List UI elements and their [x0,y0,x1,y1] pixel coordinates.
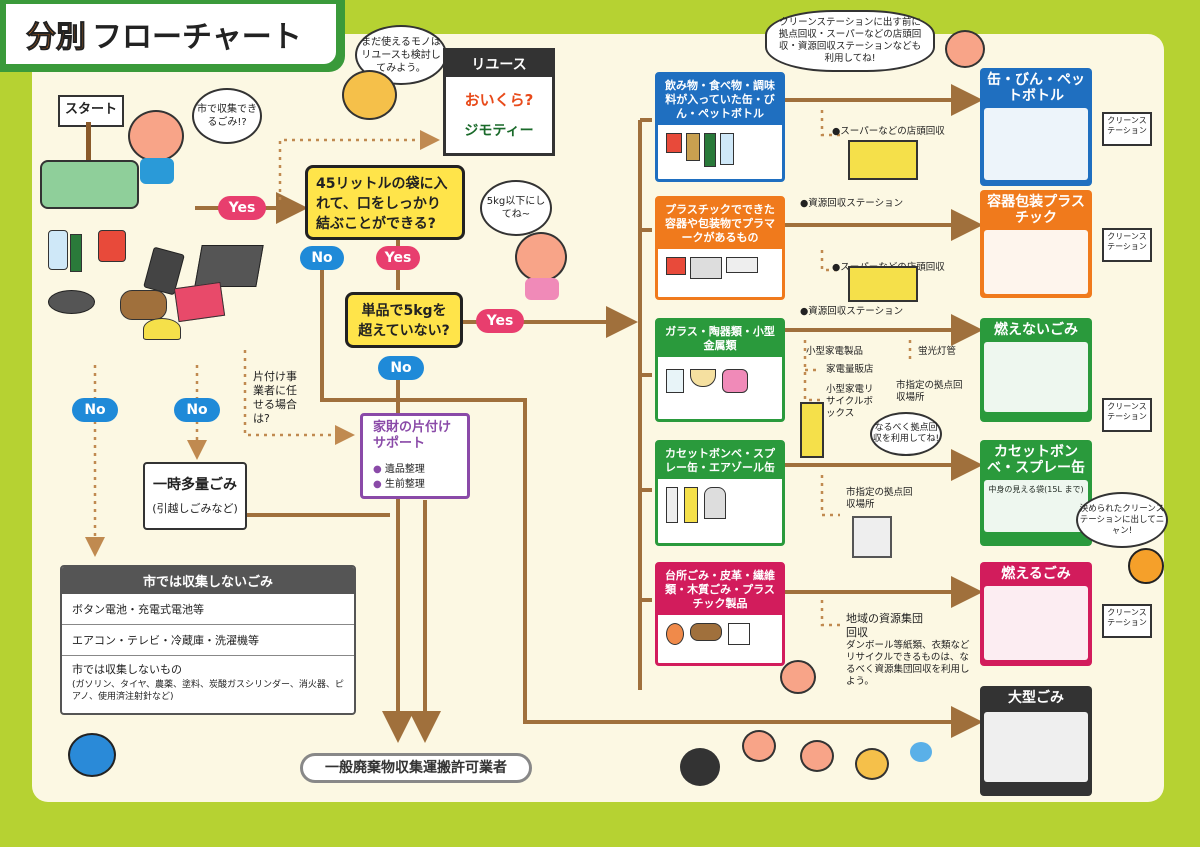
pig-bottom-2 [742,730,776,762]
not-collected-row-2-detail: (ガソリン、タイヤ、農薬、塗料、炭酸ガスシリンダー、消火器、ピアノ、使用済注射針… [72,680,344,702]
pig-bottom-4 [855,748,889,780]
weight-bubble: 5kg以下にしてね~ [480,180,552,236]
bin-burnable-label: 燃えるごみ [1001,566,1071,582]
kataduke-box: 家財の片付けサポート ● 遺品整理 ● 生前整理 [360,413,470,499]
title-part2: フローチャート [92,20,302,55]
black-cat-character [680,748,720,786]
decision-45l-bag: 45リットルの袋に入れて、口をしっかり結ぶことができる? [305,165,465,240]
reuse-bubble: まだ使えるモノはリユースも検討してみよう。 [355,25,447,85]
cat-character [1128,548,1164,584]
top-character [945,30,985,68]
not-collected-row-2: 市では収集しないもの [72,663,182,676]
kataduke-item-1: ● 生前整理 [373,479,425,490]
city-point-label: 市指定の拠点回収場所 [896,380,963,403]
oikura-logo[interactable]: おいくら? [464,91,534,109]
decision-5kg: 単品で5kgを超えていない? [345,292,463,348]
category-glass: ガラス・陶器類・小型金属類 [655,318,785,422]
bin-cans: 缶・びん・ペットボトル [980,68,1092,186]
station-bubble: 決められたクリーンステーションに出してニャン! [1076,492,1168,548]
category-plastic: プラスチックでできた容器や包装物でプラマークがあるもの [655,196,785,300]
bin-spray: カセットボンベ・スプレー缶 中身の見える袋(15L まで) [980,440,1092,546]
no-pill-5kg: No [378,356,424,380]
not-collected-header: 市では収集しないごみ [62,567,354,594]
point-bubble: なるべく拠点回収を利用してね! [870,412,942,456]
category-glass-label: ガラス・陶器類・小型金属類 [658,321,782,357]
sofa-illustration [40,160,139,209]
bin-cans-label: 缶・びん・ペットボトル [987,72,1085,104]
resource-station-2: ●資源回収ステーション [800,306,904,317]
clean-station-sign-4: クリーンステーション [1102,604,1152,638]
start-bubble: 市で収集できるごみ!? [192,88,262,144]
reuse-character [342,70,397,120]
title-inner: 分別 フローチャート [6,4,336,64]
bin-oversized-label: 大型ごみ [1008,690,1064,706]
title-banner: 分別 フローチャート [0,0,345,72]
small-box-label: 小型家電リサイクルボックス [826,384,874,419]
ichiji-box: 一時多量ごみ (引越しごみなど) [143,462,247,530]
reuse-header: リユース [446,51,552,77]
yes-pill-5kg: Yes [476,309,524,333]
recycle-box-icon [800,402,824,458]
not-collected-row-1: エアコン・テレビ・冷蔵庫・洗濯機等 [62,625,354,656]
fluorescent-label: 蛍光灯管 [918,346,957,357]
household-items [48,230,278,340]
clean-station-sign-1: クリーンステーション [1102,112,1152,146]
clean-station-sign-2: クリーンステーション [1102,228,1152,262]
category-cans-label: 飲み物・食べ物・調味料が入っていた缶・びん・ペットボトル [658,75,782,125]
supermarket-icon-2 [848,266,918,302]
yes-pill-bag: Yes [218,196,266,220]
clean-station-sign-3: クリーンステーション [1102,398,1152,432]
reuse-box: リユース おいくら? ジモティー [443,48,555,156]
group-collect-note: ダンボール等紙類、衣類などリサイクルできるものは、なるべく資源集団回収を利用しよ… [846,640,970,687]
no-pill-left2: No [174,398,220,422]
category-burnable-label: 台所ごみ・皮革・繊維類・木質ごみ・プラスチック製品 [658,565,782,615]
no-pill-left1: No [72,398,118,422]
top-bubble: クリーンステーションに出す前に拠点回収・スーパーなどの店頭回収・資源回収ステーシ… [765,10,935,72]
kataduke-item-0: ● 遺品整理 [373,464,425,475]
bin-nonburnable-label: 燃えないごみ [994,322,1078,338]
title-part1: 分別 [26,20,87,56]
appliance-store-label: 家電量販店 [826,364,874,375]
kataduke-title: 家財の片付けサポート [373,420,452,451]
not-collected-row-0: ボタン電池・充電式電池等 [62,594,354,625]
store-recovery-1: ●スーパーなどの店頭回収 [832,126,945,137]
collection-box-icon [852,516,892,558]
bin-plastic-label: 容器包装プラスチック [987,194,1085,226]
group-collect-label: 地域の資源集団回収 [846,612,923,639]
yes-pill-45l: Yes [376,246,420,270]
category-burnable: 台所ごみ・皮革・繊維類・木質ごみ・プラスチック製品 [655,562,785,666]
bin-burnable: 燃えるごみ [980,562,1092,666]
city-point2-label: 市指定の拠点回収場所 [846,487,913,510]
licensed-collector: 一般廃棄物収集運搬許可業者 [300,753,532,783]
bird-character [68,733,116,777]
ichiji-sub: (引越しごみなど) [152,502,238,515]
bin-plastic: 容器包装プラスチック [980,190,1092,298]
pig-bottom-1 [780,660,816,694]
pig-bottom-3 [800,740,834,772]
bin-oversized: 大型ごみ [980,686,1092,796]
supermarket-icon-1 [848,140,918,180]
small-bird-character [910,742,932,762]
start-sign-post [86,122,91,162]
pig-shirt [140,158,174,184]
no-pill-45l: No [300,246,344,270]
ichiji-title: 一時多量ごみ [153,477,237,493]
weight-character [515,232,567,282]
kataduke-question: 片付け事業者に任せる場合は? [253,370,297,425]
category-spray: カセットボンベ・スプレー缶・エアゾール缶 [655,440,785,546]
weight-character-dress [525,278,559,300]
bin-spray-label: カセットボンベ・スプレー缶 [987,444,1085,476]
category-spray-label: カセットボンベ・スプレー缶・エアゾール缶 [658,443,782,479]
resource-station-1: ●資源回収ステーション [800,198,904,209]
bag-note: 中身の見える袋(15L まで) [984,480,1088,532]
pig-character [128,110,184,162]
start-sign: スタート [58,95,124,127]
not-collected-box: 市では収集しないごみ ボタン電池・充電式電池等 エアコン・テレビ・冷蔵庫・洗濯機… [60,565,356,715]
jmty-logo[interactable]: ジモティー [464,123,534,139]
category-plastic-label: プラスチックでできた容器や包装物でプラマークがあるもの [658,199,782,249]
bin-nonburnable: 燃えないごみ [980,318,1092,422]
category-cans: 飲み物・食べ物・調味料が入っていた缶・びん・ペットボトル [655,72,785,182]
small-appliance-label: 小型家電製品 [806,346,864,357]
